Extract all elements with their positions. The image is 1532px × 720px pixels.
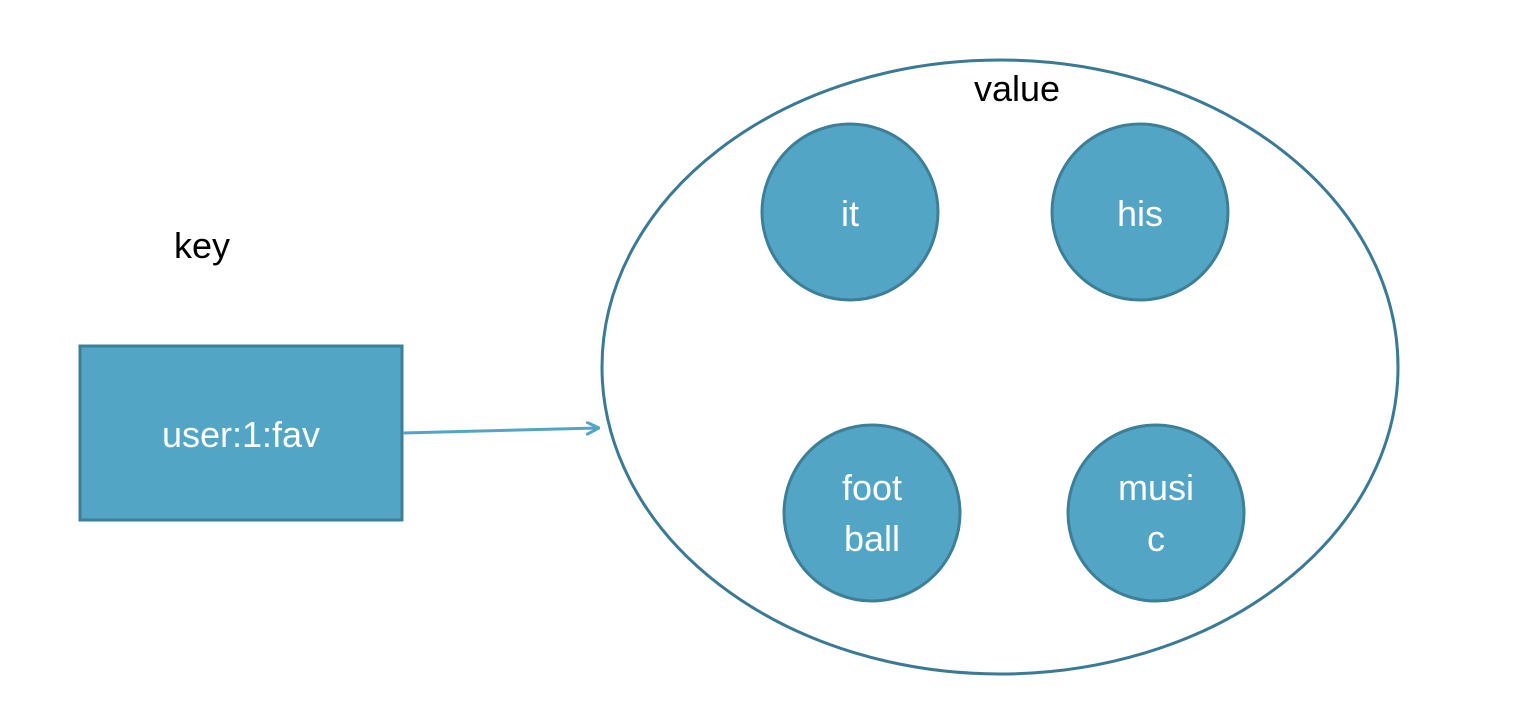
- key-box: user:1:fav: [78, 344, 404, 522]
- key-to-value-arrow: [402, 428, 598, 433]
- set-member-it: it: [760, 122, 940, 302]
- key-label: key: [174, 225, 230, 266]
- set-member-his: his: [1050, 122, 1230, 302]
- value-set-ellipse: [600, 58, 1400, 676]
- key-box-text: user:1:fav: [162, 414, 320, 455]
- set-member-music: musi c: [1066, 423, 1246, 603]
- set-member-football: foot ball: [782, 423, 962, 603]
- set-member-text: his: [1117, 193, 1163, 234]
- value-label: value: [974, 68, 1060, 109]
- set-member-text: it: [841, 193, 859, 234]
- set-member-text-line-1: musi: [1118, 467, 1194, 508]
- set-member-text-line-2: c: [1147, 518, 1165, 559]
- set-member-text-line-2: ball: [844, 518, 900, 559]
- set-member-text-line-1: foot: [842, 467, 902, 508]
